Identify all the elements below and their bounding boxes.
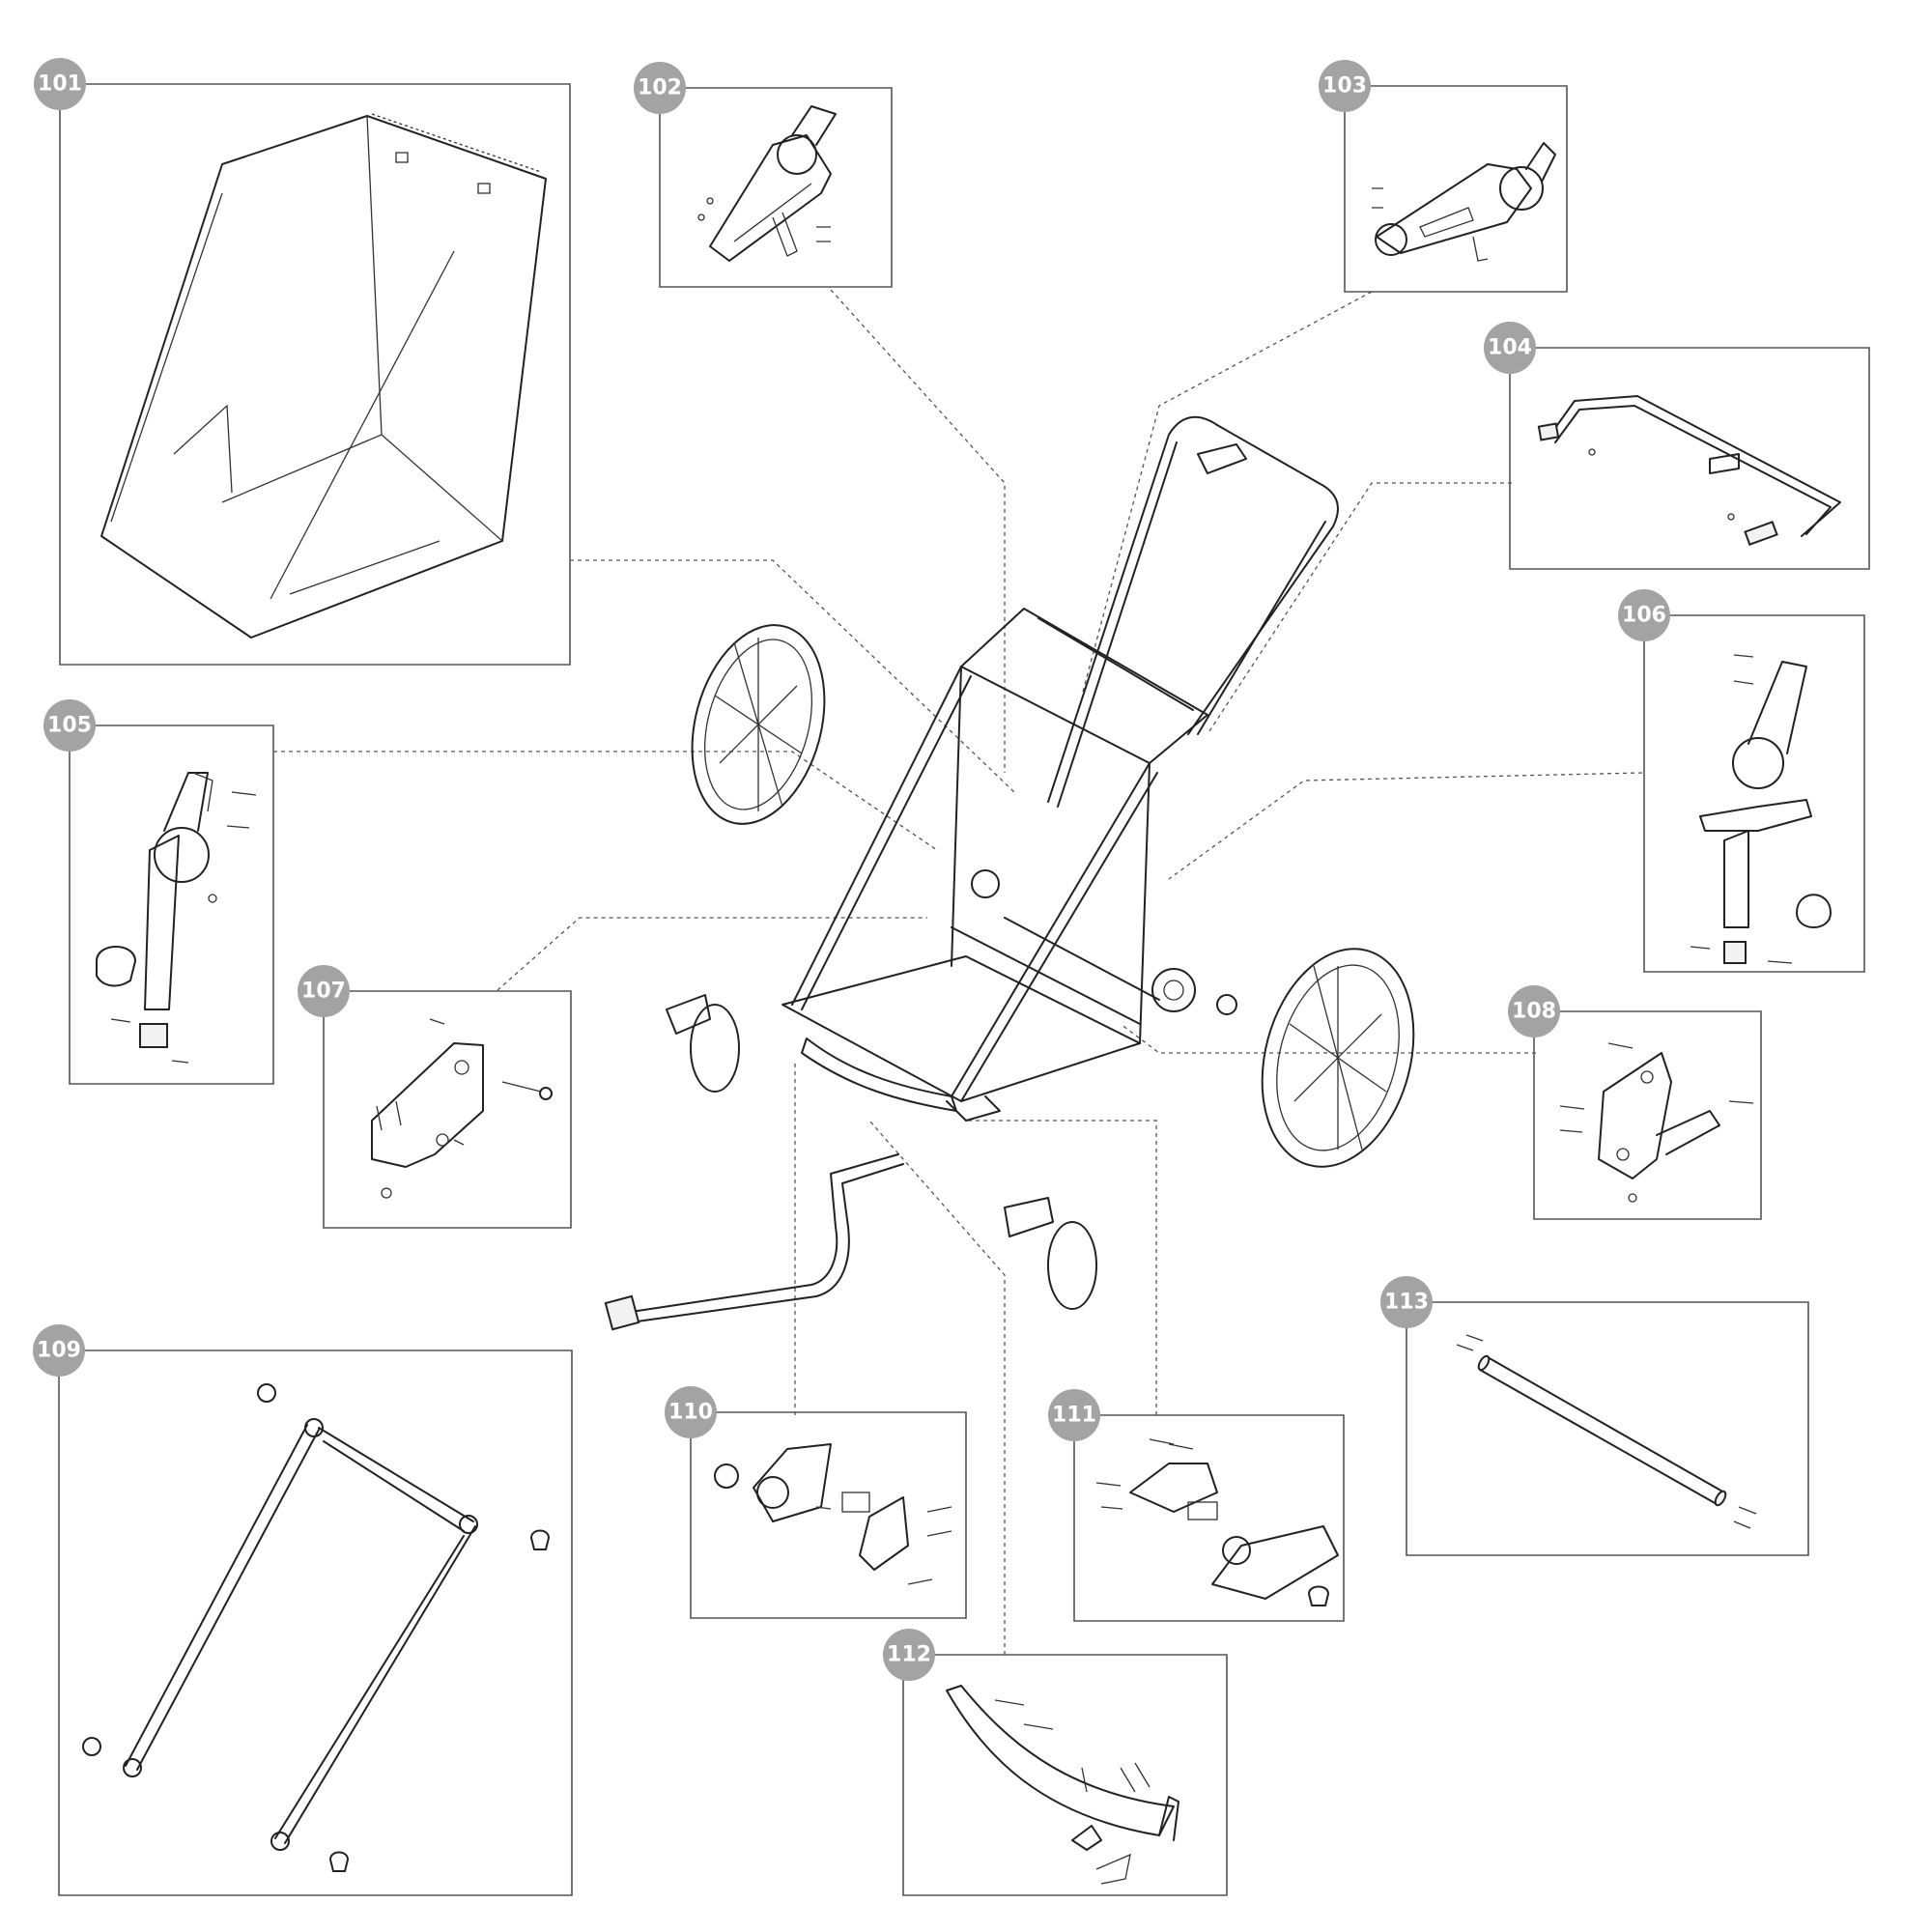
frame-111 [1073, 1414, 1345, 1622]
badge-101[interactable]: 101 [34, 58, 86, 110]
part-112-bracket [946, 1685, 1179, 1885]
badge-103[interactable]: 103 [1319, 60, 1371, 112]
badge-104-label: 104 [1488, 336, 1532, 360]
badge-107-label: 107 [301, 980, 346, 1004]
leader-111 [966, 1120, 1157, 1415]
badge-109-label: 109 [37, 1339, 81, 1363]
badge-103-label: 103 [1322, 74, 1367, 99]
badge-106-label: 106 [1622, 604, 1666, 628]
part-111-mount [1095, 1438, 1339, 1606]
part-103-folding-joint [1372, 142, 1556, 262]
frame-105 [69, 724, 274, 1085]
leader-lines [273, 289, 1643, 1655]
part-105-joint-assembly [96, 772, 257, 1064]
badge-112-label: 112 [887, 1643, 931, 1667]
badge-112[interactable]: 112 [883, 1629, 935, 1681]
frame-108 [1533, 1010, 1762, 1220]
part-102-folding-joint [697, 105, 837, 262]
frame-107 [323, 990, 572, 1229]
frame-101 [59, 83, 571, 666]
badge-106[interactable]: 106 [1618, 589, 1670, 641]
leader-106 [1168, 772, 1643, 880]
badge-107[interactable]: 107 [298, 965, 350, 1017]
badge-111[interactable]: 111 [1048, 1389, 1100, 1441]
badge-105-label: 105 [47, 714, 92, 738]
badge-102[interactable]: 102 [634, 62, 686, 114]
part-109-side-tubes [82, 1383, 550, 1872]
frame-112 [902, 1654, 1228, 1896]
badge-110[interactable]: 110 [665, 1386, 717, 1438]
callout-frames [58, 83, 1870, 1896]
stroller-main-frame [604, 415, 1415, 1331]
badge-110-label: 110 [668, 1401, 713, 1425]
leader-112 [868, 1120, 1006, 1655]
badge-101-label: 101 [38, 72, 82, 97]
badge-102-label: 102 [638, 76, 682, 100]
frame-106 [1643, 614, 1865, 973]
leader-105 [273, 751, 938, 851]
frame-104 [1509, 347, 1870, 570]
leader-104 [1207, 482, 1512, 735]
badge-105[interactable]: 105 [43, 699, 96, 752]
frame-109 [58, 1350, 573, 1896]
leader-102 [830, 289, 1006, 773]
leader-103 [1081, 291, 1373, 696]
badge-104[interactable]: 104 [1484, 322, 1536, 374]
badge-109[interactable]: 109 [33, 1324, 85, 1377]
frame-102 [659, 87, 893, 288]
frame-113 [1406, 1301, 1809, 1556]
badge-113[interactable]: 113 [1380, 1276, 1433, 1328]
part-101-seat-fabric [100, 113, 547, 639]
leader-101 [570, 559, 1015, 793]
part-107-bracket [371, 1018, 553, 1199]
badge-113-label: 113 [1384, 1291, 1429, 1315]
frame-103 [1344, 85, 1568, 293]
leader-108 [1120, 1023, 1536, 1054]
badge-111-label: 111 [1052, 1404, 1096, 1428]
part-110-wheel-mount [714, 1443, 952, 1585]
part-104-handlebar [1537, 395, 1841, 546]
badge-108-label: 108 [1512, 1000, 1556, 1024]
part-108-bracket [1559, 1042, 1754, 1203]
badge-108[interactable]: 108 [1508, 985, 1560, 1037]
part-113-cross-tube [1456, 1334, 1757, 1529]
callout-badges: 101 102 103 104 105 106 107 108 [33, 58, 1670, 1681]
leader-107 [497, 917, 927, 991]
frame-110 [690, 1411, 967, 1619]
part-106-joint [1690, 654, 1832, 964]
